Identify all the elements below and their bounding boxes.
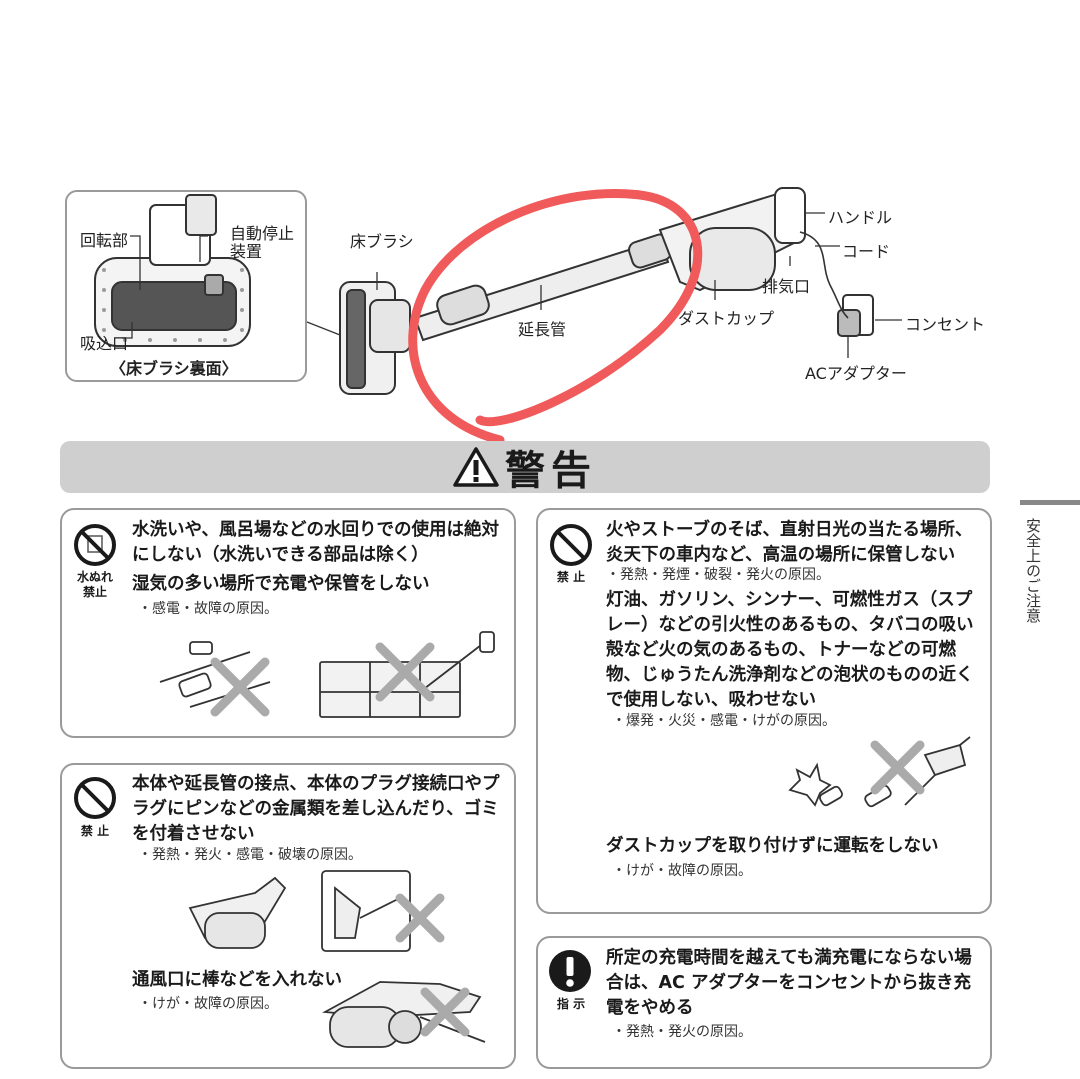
fire-note-2: ・爆発・火災・感電・けがの原因。 bbox=[612, 713, 836, 729]
label-handle: ハンドル bbox=[828, 208, 893, 227]
label-dust-cup: ダストカップ bbox=[678, 309, 775, 328]
pins-heading: 本体や延長管の接点、本体のプラグ接続口やプラグにピンなどの金属類を差し込んだり、… bbox=[132, 774, 500, 844]
fire-note-3: ・けが・故障の原因。 bbox=[612, 863, 752, 879]
side-tab-bar bbox=[1020, 500, 1080, 505]
water-heading-2: 湿気の多い場所で充電や保管をしない bbox=[132, 574, 430, 594]
pins-heading-2: 通風口に棒などを入れない bbox=[132, 970, 342, 990]
red-highlight-circle bbox=[408, 189, 703, 445]
warning-triangle-icon bbox=[453, 447, 499, 487]
label-extension-pipe: 延長管 bbox=[518, 320, 567, 339]
water-note: ・感電・故障の原因。 bbox=[138, 601, 278, 617]
fire-heading-3: ダストカップを取り付けずに運転をしない bbox=[606, 836, 939, 856]
label-ac-adapter: ACアダプター bbox=[805, 364, 907, 383]
pins-illustration bbox=[188, 870, 445, 952]
label-exhaust: 排気口 bbox=[762, 277, 811, 296]
label-cord: コード bbox=[842, 242, 891, 261]
vent-illustration bbox=[321, 981, 486, 1048]
prohibited-icon bbox=[550, 524, 592, 566]
fire-note: ・発熱・発煙・破裂・発火の原因。 bbox=[606, 567, 830, 583]
pins-note: ・発熱・発火・感電・破壊の原因。 bbox=[138, 847, 362, 863]
charge-note: ・発熱・発火の原因。 bbox=[612, 1024, 752, 1040]
exclamation-icon bbox=[549, 950, 591, 992]
charge-heading: 所定の充電時間を越えても満充電にならない場合は、AC アダプターをコンセントから… bbox=[606, 948, 972, 1018]
water-icon-label: 水ぬれ 禁止 bbox=[76, 570, 113, 599]
label-floor-brush: 床ブラシ bbox=[350, 232, 414, 251]
label-suction-port: 吸込口 bbox=[80, 334, 129, 353]
label-rotating-part: 回転部 bbox=[80, 231, 129, 250]
fire-icon-label: 禁 止 bbox=[556, 570, 586, 584]
water-illustration bbox=[159, 631, 495, 718]
no-water-icon bbox=[74, 524, 116, 566]
warning-banner: 警告 bbox=[60, 441, 990, 494]
prohibited-icon bbox=[74, 777, 116, 819]
pins-icon-label: 禁 止 bbox=[80, 824, 110, 838]
side-tab-text: 安全上のご注意 bbox=[1024, 518, 1042, 623]
warning-title: 警告 bbox=[505, 448, 597, 494]
section-fire bbox=[536, 508, 992, 914]
fire-illustration bbox=[788, 736, 971, 808]
water-heading: 水洗いや、風呂場などの水回りでの使用は絶対にしない（水洗いできる部品は除く） bbox=[132, 520, 499, 565]
pins-note-2: ・けが・故障の原因。 bbox=[138, 996, 278, 1012]
fire-heading-2: 灯油、ガソリン、シンナー、可燃性ガス（スプレー）などの引火性のあるもの、タバコの… bbox=[606, 590, 974, 710]
charge-icon-label: 指 示 bbox=[556, 997, 586, 1011]
label-auto-stop: 自動停止 装置 bbox=[230, 224, 295, 261]
label-outlet: コンセント bbox=[905, 315, 986, 334]
label-inset-caption: 〈床ブラシ裏面〉 bbox=[110, 359, 238, 378]
fire-heading: 火やストーブのそば、直射日光の当たる場所、炎天下の車内など、高温の場所に保管しな… bbox=[606, 520, 973, 565]
section-charge bbox=[536, 936, 992, 1069]
